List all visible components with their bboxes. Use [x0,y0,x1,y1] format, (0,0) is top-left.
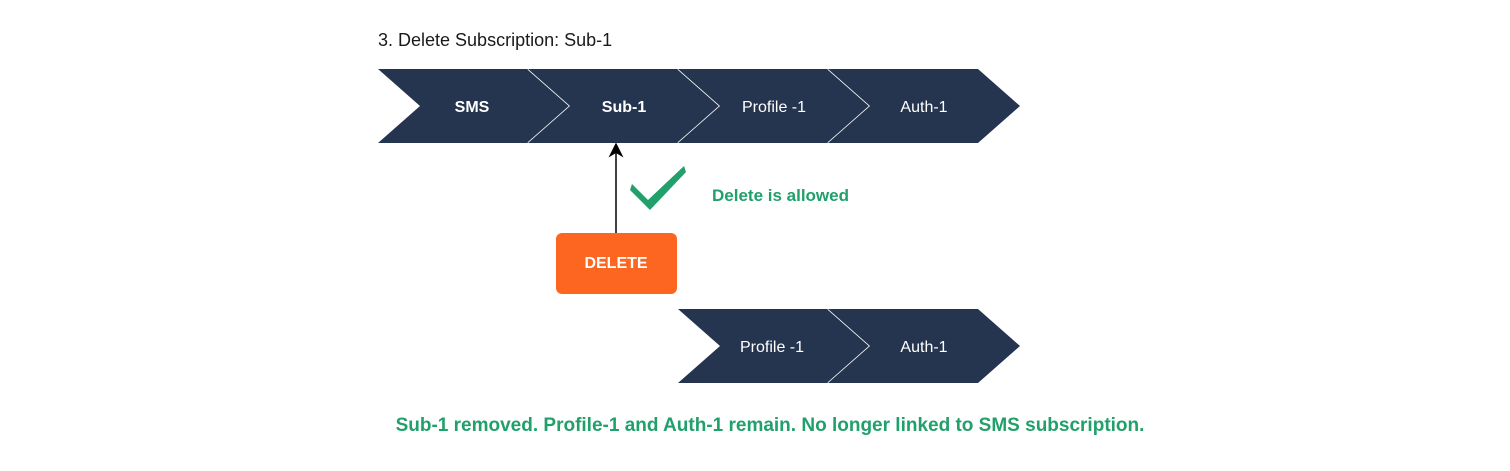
bottom-chain-label-2: Auth-1 [900,339,947,356]
top-chain-chevron-3 [678,69,870,143]
top-chain-label-1: SMS [455,99,490,116]
top-chain-label-2: Sub-1 [602,99,647,116]
top-chain-chevron-4 [828,69,1020,143]
top-chain-label-4: Auth-1 [900,99,947,116]
bottom-chain: Profile -1 Auth-1 [678,308,1020,384]
allowed-text: Delete is allowed [712,186,849,205]
top-chain-chevron-2 [528,69,720,143]
delete-button[interactable]: DELETE [556,233,677,294]
delete-button-label: DELETE [584,255,647,272]
top-chain-label-3: Profile -1 [742,99,806,116]
bottom-chain-chevron-1 [678,309,870,383]
top-chain: SMS Sub-1 Profile -1 Auth-1 [378,68,1020,144]
summary-text: Sub-1 removed. Profile-1 and Auth-1 rema… [396,415,1145,436]
diagram-title: 3. Delete Subscription: Sub-1 [378,30,612,50]
check-icon [630,166,686,210]
top-chain-chevron-1 [378,69,570,143]
bottom-chain-label-1: Profile -1 [740,339,804,356]
bottom-chain-chevron-2 [828,309,1020,383]
